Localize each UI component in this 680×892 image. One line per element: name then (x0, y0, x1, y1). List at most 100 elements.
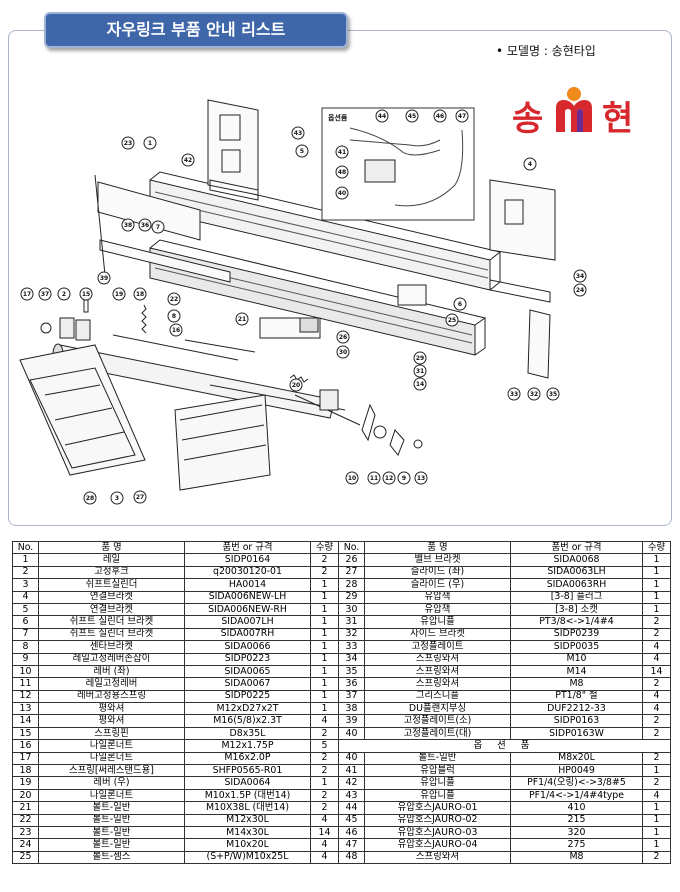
cell-name: 레버 (좌) (38, 664, 185, 679)
model-name: • 모델명 : 송현타입 (496, 44, 596, 58)
header-spec-right: 품번 or 규격 (510, 540, 643, 555)
cell-name: 센타브라켓 (38, 640, 185, 654)
cell-qty: 1 (310, 664, 339, 679)
callout-19: 19 (112, 287, 126, 301)
header-spec: 품번 or 규격 (184, 540, 311, 555)
lever-bar (184, 339, 256, 353)
cell-no: 21 (12, 801, 39, 815)
cell-no: 36 (338, 677, 365, 691)
svg-text:2: 2 (62, 291, 66, 298)
exploded-parts-diagram: 1 2 3 4 5 6 7 8 9 10 11 12 13 14 15 16 1… (19, 99, 587, 505)
songhyun-logo: 송 현 (512, 86, 652, 140)
cell-spec: M10x1.5P (대번14) (184, 788, 311, 803)
callout-38: 38 (121, 218, 135, 232)
svg-text:4: 4 (528, 161, 532, 168)
cell-spec: SIDA0063RH (510, 578, 643, 592)
cell-name: 그리스니플 (364, 689, 511, 704)
cell-no: 7 (12, 627, 39, 642)
svg-text:16: 16 (172, 327, 180, 334)
svg-text:46: 46 (436, 113, 444, 120)
cell-name: 유압잭 (364, 602, 511, 617)
option-cell-no: 44 (338, 801, 365, 815)
callout-42: 42 (181, 153, 195, 167)
logo-char-hyun: 현 (602, 99, 633, 139)
cell-no: 15 (12, 726, 39, 741)
cell-no: 9 (12, 652, 39, 666)
option-cell-name: 유압니플 (364, 776, 511, 790)
cell-spec: PT3/8<->1/4#4 (510, 615, 643, 629)
option-cell-no: 46 (338, 825, 365, 840)
cell-name: 밸브 브라켓 (364, 553, 511, 567)
option-cell-qty: 2 (642, 776, 671, 790)
cell-name: 볼트-셈스 (38, 850, 185, 865)
callout-10: 10 (345, 471, 359, 485)
cell-qty: 1 (310, 640, 339, 654)
cell-no: 40 (338, 726, 365, 741)
cell-name: 평와셔 (38, 702, 185, 716)
cell-name: 고정플레이트(대) (364, 726, 511, 741)
callout-14: 14 (413, 377, 427, 391)
cell-qty: 1 (310, 702, 339, 716)
cell-no: 31 (338, 615, 365, 629)
callout-12: 12 (382, 471, 396, 485)
cell-no: 29 (338, 590, 365, 604)
callout-29: 29 (413, 351, 427, 365)
option-cell-qty: 1 (642, 813, 671, 828)
left-bracket-plate (94, 174, 231, 283)
callout-5: 5 (295, 144, 309, 158)
callout-1: 1 (143, 136, 157, 150)
cell-name: 레일 (38, 553, 185, 567)
cell-qty: 1 (642, 590, 671, 604)
cell-spec: SIDA007LH (184, 615, 311, 629)
cell-no: 33 (338, 640, 365, 654)
option-cell-name: 스프링와셔 (364, 850, 511, 865)
cell-qty: 1 (310, 776, 339, 790)
callout-40: 40 (335, 186, 349, 200)
cell-spec: SIDA0064 (184, 776, 311, 790)
callout-24: 24 (573, 283, 587, 297)
cell-qty: 2 (310, 565, 339, 580)
side-bracket (527, 309, 551, 379)
cell-no: 22 (12, 813, 39, 828)
callout-26: 26 (336, 330, 350, 344)
cell-qty: 4 (310, 850, 339, 865)
cell-no: 16 (12, 739, 39, 753)
option-cell-no: 41 (338, 764, 365, 778)
cell-spec: M10x20L (184, 838, 311, 852)
svg-text:37: 37 (41, 291, 49, 298)
cell-qty: 14 (310, 825, 339, 840)
cell-name: 쉬프트실린더 (38, 578, 185, 592)
option-cell-qty: 2 (642, 850, 671, 865)
callout-20: 20 (289, 378, 303, 392)
callout-2: 2 (57, 287, 71, 301)
svg-text:22: 22 (170, 296, 178, 303)
cell-no: 35 (338, 664, 365, 679)
svg-text:27: 27 (136, 494, 144, 501)
cell-qty: 1 (310, 602, 339, 617)
cell-spec: SIDA0068 (510, 553, 643, 567)
cell-name: 사이드 브라켓 (364, 627, 511, 642)
cell-spec: SHFP0565-R01 (184, 764, 311, 778)
parts-table: No. 품 명 품번 or 규격 수량 No. 품 명 품번 or 규격 수량 … (12, 540, 671, 865)
cell-no: 24 (12, 838, 39, 852)
svg-text:21: 21 (238, 316, 246, 323)
header-name-right: 품 명 (364, 540, 511, 555)
cell-qty: 1 (642, 553, 671, 567)
svg-text:29: 29 (416, 355, 424, 362)
svg-text:48: 48 (338, 169, 346, 176)
svg-text:42: 42 (184, 157, 192, 164)
cell-name: 레버고정용스프링 (38, 689, 185, 704)
cell-no: 32 (338, 627, 365, 642)
cell-qty: 4 (310, 813, 339, 828)
cell-name: 나일론너트 (38, 788, 185, 803)
cell-qty: 2 (310, 764, 339, 778)
cell-spec: M16(5/8)x2.3T (184, 714, 311, 728)
right-slide (174, 394, 271, 491)
cell-spec: [3-8] 소캣 (510, 602, 643, 617)
cell-name: 유압잭 (364, 590, 511, 604)
